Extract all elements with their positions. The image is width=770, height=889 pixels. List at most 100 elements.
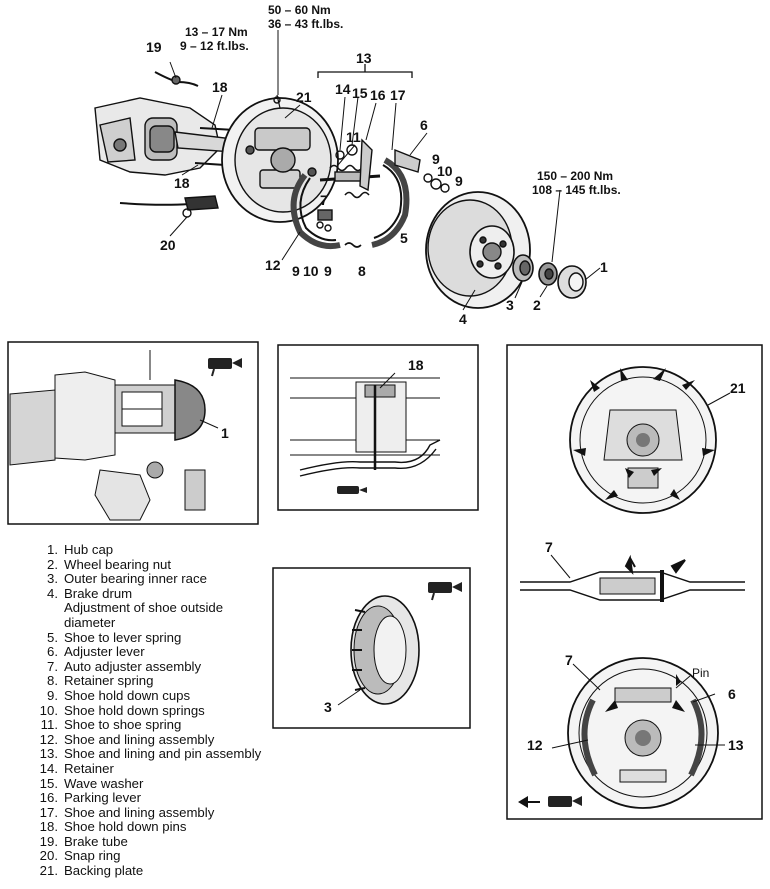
legend-number: 13. bbox=[39, 746, 58, 762]
legend-item: 21. Backing plate bbox=[38, 863, 308, 879]
callout-18-bottom: 18 bbox=[174, 175, 190, 191]
grease-tube-icon bbox=[337, 486, 367, 494]
torque-brake-tube-ftlbs: 9 – 12 ft.lbs. bbox=[180, 39, 249, 53]
legend-number: 18. bbox=[39, 819, 58, 835]
legend-number: 6. bbox=[47, 644, 58, 660]
callout-15: 15 bbox=[352, 85, 368, 101]
callout-14: 14 bbox=[335, 81, 351, 97]
legend-text: Shoe and lining assembly bbox=[64, 804, 215, 820]
legend-text: Brake tube bbox=[64, 833, 128, 849]
legend-item: 2. Wheel bearing nut bbox=[38, 556, 308, 573]
legend-text: Retainer bbox=[64, 760, 114, 776]
callouts-exploded: 19 18 18 20 21 13 14 15 16 17 11 6 7 9 1… bbox=[146, 39, 608, 327]
legend-text: Wave washer bbox=[64, 775, 144, 791]
callout-7: 7 bbox=[320, 192, 328, 208]
callout-1: 1 bbox=[600, 259, 608, 275]
callout-19: 19 bbox=[146, 39, 162, 55]
parts-legend: 1. Hub cap 2. Wheel bearing nut 3. Outer bear… bbox=[38, 542, 308, 879]
callout-9-b: 9 bbox=[455, 173, 463, 189]
panel-d-callout-21: 21 bbox=[730, 380, 746, 396]
torque-brake-tube-nm: 13 – 17 Nm bbox=[185, 25, 248, 39]
panel-a-callout-1: 1 bbox=[221, 425, 229, 441]
legend-item: 10.Shoe hold down springs bbox=[38, 702, 308, 719]
panel-d-pin-label: Pin bbox=[692, 666, 709, 680]
backing-plate-21 bbox=[221, 97, 339, 223]
shoe-assembly-17 bbox=[371, 157, 410, 248]
legend-text: Brake drum bbox=[64, 585, 133, 601]
legend-item: 9.Shoe hold down cups bbox=[38, 687, 308, 704]
legend-item: 1. Hub cap bbox=[38, 542, 308, 558]
legend-number: 15. bbox=[39, 775, 58, 791]
legend-text: Shoe to lever spring bbox=[64, 629, 182, 645]
callout-9-a: 9 bbox=[432, 151, 440, 167]
callout-11: 11 bbox=[346, 129, 361, 145]
panel-hold-down-pin: 18 bbox=[277, 344, 479, 511]
torque-wheel-bearing-nut-nm: 150 – 200 Nm bbox=[537, 169, 613, 183]
hub-cap-1 bbox=[557, 265, 587, 299]
legend-item: 17. Shoe and lining assembly bbox=[38, 804, 308, 821]
legend-number: 8. bbox=[47, 673, 58, 689]
legend-number: 7. bbox=[47, 658, 58, 674]
legend-number: 20. bbox=[39, 848, 58, 864]
legend-number: 19. bbox=[39, 833, 58, 849]
legend-text: Retainer spring bbox=[64, 673, 154, 689]
torque-wheel-bearing-nut-ftlbs: 108 – 145 ft.lbs. bbox=[532, 183, 621, 197]
legend-number: 2. bbox=[47, 556, 58, 572]
brake-tube-19 bbox=[154, 71, 199, 87]
torque-backing-plate-nm: 50 – 60 Nm bbox=[268, 3, 331, 17]
callout-10-a: 10 bbox=[437, 163, 453, 179]
legend-number: 11. bbox=[40, 717, 58, 733]
trailing-arm bbox=[94, 97, 234, 176]
legend-number: 16. bbox=[39, 790, 58, 806]
legend-number: 12. bbox=[39, 731, 58, 747]
legend-item: 13.Shoe and lining and pin assembly bbox=[38, 747, 308, 762]
callout-2: 2 bbox=[533, 297, 541, 313]
legend-text: Wheel bearing nut bbox=[64, 556, 172, 572]
legend-item: 6.Adjuster lever bbox=[38, 645, 308, 660]
panel-b-callout-18: 18 bbox=[408, 357, 424, 373]
panel-d-callout-7-a: 7 bbox=[545, 539, 553, 555]
legend-item: 15. Wave washer bbox=[38, 775, 308, 792]
callout-5: 5 bbox=[400, 230, 408, 246]
callout-16: 16 bbox=[370, 87, 386, 103]
panel-outer-bearing: 3 bbox=[272, 567, 471, 729]
legend-number: 4. bbox=[47, 585, 58, 601]
legend-item: 5. Shoe to lever spring bbox=[38, 629, 308, 646]
torque-backing-plate-ftlbs: 36 – 43 ft.lbs. bbox=[268, 17, 343, 31]
grease-gun-icon bbox=[548, 796, 582, 807]
grease-gun-icon bbox=[428, 582, 462, 601]
legend-number bbox=[38, 616, 58, 631]
callout-8: 8 bbox=[358, 263, 366, 279]
legend-number: 5. bbox=[47, 629, 58, 645]
callout-12: 12 bbox=[265, 257, 281, 273]
legend-number: 10. bbox=[39, 702, 58, 718]
legend-text: Hub cap bbox=[64, 542, 114, 557]
callout-18-top: 18 bbox=[212, 79, 228, 95]
panel-d-callout-12: 12 bbox=[527, 737, 543, 753]
legend-number: 21. bbox=[39, 863, 58, 879]
callout-10-b: 10 bbox=[303, 263, 319, 279]
legend-number: 9. bbox=[47, 687, 58, 703]
legend-item: 20.Snap ring bbox=[38, 849, 308, 864]
legend-text: Adjustment of shoe outside bbox=[64, 600, 224, 616]
callout-9-d: 9 bbox=[324, 263, 332, 279]
legend-number: 1. bbox=[47, 542, 58, 557]
legend-item: 18.Shoe hold down pins bbox=[38, 820, 308, 835]
legend-number: 17. bbox=[39, 804, 58, 820]
legend-item: diameter bbox=[38, 614, 308, 631]
brake-hose bbox=[119, 195, 219, 218]
outer-bearing-3 bbox=[512, 254, 534, 282]
legend-text: Backing plate bbox=[64, 863, 144, 879]
legend-item: 14.Retainer bbox=[38, 760, 308, 777]
legend-number: 3. bbox=[47, 571, 58, 587]
callout-9-c: 9 bbox=[292, 263, 300, 279]
panel-backing-plate: 21 7 Pin 7 6 12 13 bbox=[506, 344, 763, 820]
legend-number bbox=[38, 601, 58, 616]
legend-item: 19. Brake tube bbox=[38, 833, 308, 850]
panel-d-callout-13: 13 bbox=[728, 737, 744, 753]
legend-text: diameter bbox=[64, 614, 116, 630]
torque-specs: 13 – 17 Nm 9 – 12 ft.lbs. 50 – 60 Nm 36 … bbox=[180, 3, 621, 197]
legend-text: Outer bearing inner race bbox=[64, 571, 207, 587]
leader-lines bbox=[169, 30, 601, 311]
